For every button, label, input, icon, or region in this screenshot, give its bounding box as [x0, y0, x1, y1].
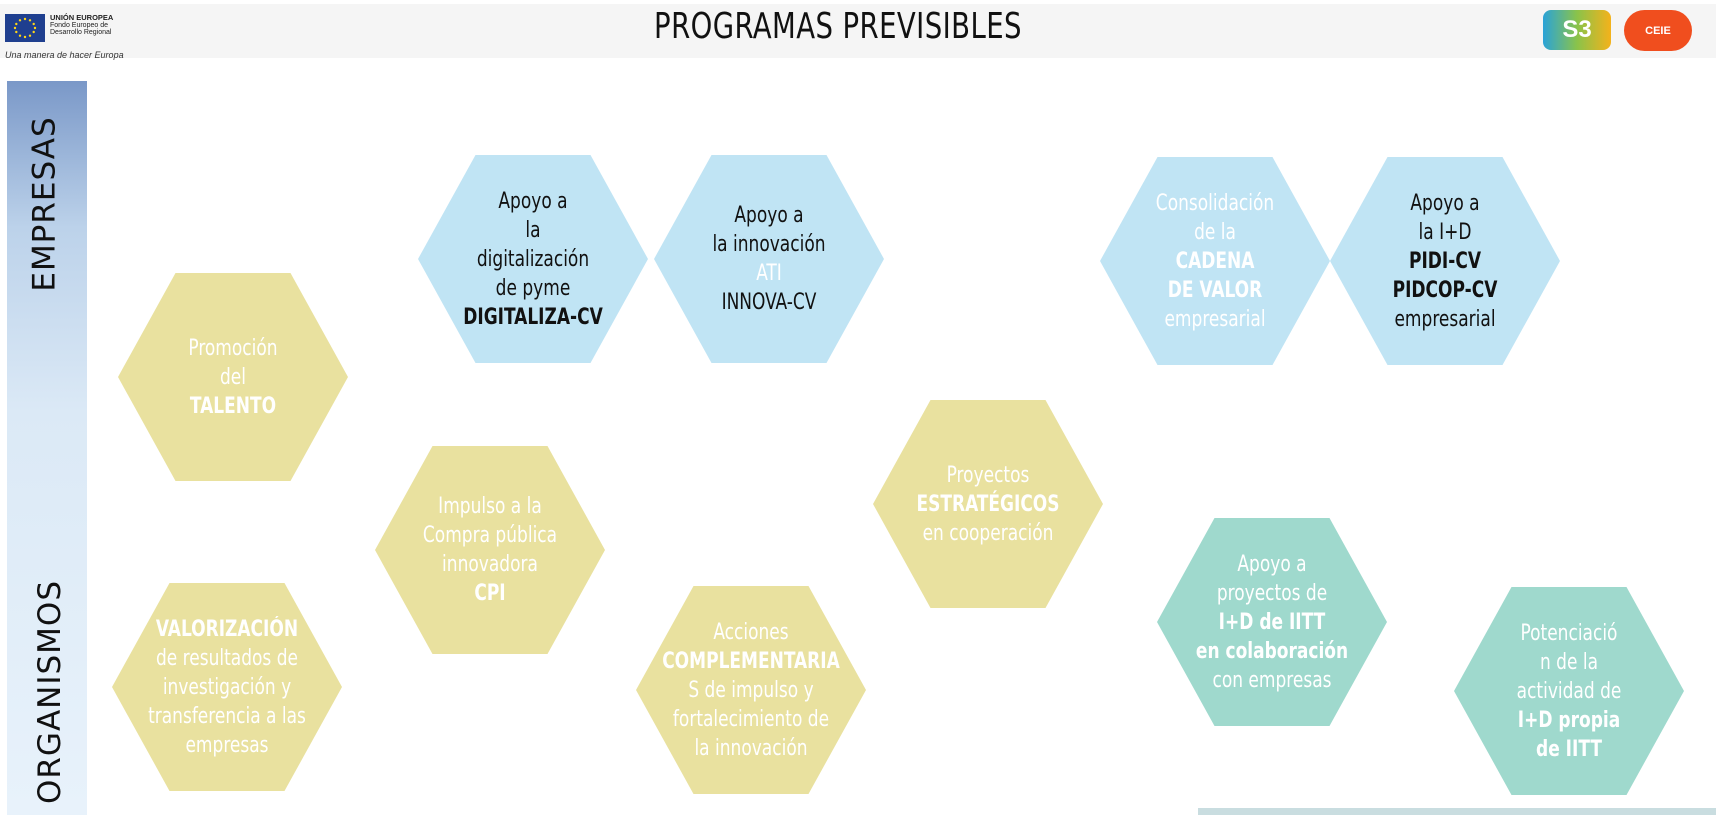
hexagon-line: PIDI-CV [1409, 248, 1481, 274]
hexagon-line: Apoyo a [734, 203, 804, 228]
hexagon-line: empresarial [1394, 306, 1496, 332]
sidebar-gradient [7, 81, 87, 815]
hexagon-line: n de la [1539, 649, 1599, 675]
hexagon-line: fortalecimiento de [672, 706, 830, 732]
eu-slogan: Una manera de hacer Europa [5, 50, 124, 60]
eu-line2: Fondo Europeo de [50, 22, 108, 29]
hexagon-line: DE VALOR [1167, 277, 1263, 303]
hexagon-line: de resultados de [155, 645, 299, 671]
eu-stars-icon [13, 17, 37, 39]
hexagon-line: actividad de [1516, 678, 1622, 704]
hexagon-text: Consolidación de la CADENA DE VALOR empresar… [1116, 189, 1314, 334]
hexagon-line: VALORIZACIÓN [155, 616, 299, 642]
hexagon-line: en colaboración [1195, 638, 1349, 664]
sidebar-label-organismos: ORGANISMOS [32, 579, 69, 805]
hexagon-line: I+D de IITT [1218, 609, 1326, 635]
hexagon-line: Apoyo a [1410, 190, 1480, 216]
hexagon-iitt-propia: Potenciació n de la actividad de I+D propia… [1454, 587, 1684, 795]
hexagon-line: Potenciació [1520, 620, 1618, 646]
hexagon-line: transferencia a las [148, 703, 306, 729]
hexagon-line: en cooperación [922, 520, 1054, 546]
hexagon-valorizacion: VALORIZACIÓN de resultados de investigació… [112, 583, 342, 791]
ceie-logo: CEIE [1624, 10, 1692, 51]
hexagon-line: investigación y [162, 674, 292, 700]
eu-flag-icon [5, 14, 45, 42]
eu-line3: Desarrollo Regional [50, 29, 112, 36]
hexagon-line: Consolidación [1155, 190, 1275, 216]
eu-line1: UNIÓN EUROPEA [50, 13, 114, 22]
hexagon-line: digitalización [476, 246, 590, 272]
hexagon-line: la innovación [694, 735, 808, 761]
hexagon-line: innovadora [442, 552, 538, 577]
hexagon-line: S de impulso y [688, 677, 814, 703]
hexagon-text: Potenciació n de la actividad de I+D propia… [1470, 619, 1668, 764]
bottom-strip [1198, 808, 1716, 815]
hexagon-line: con empresas [1212, 667, 1332, 693]
hexagon-cadena-valor: Consolidación de la CADENA DE VALOR empresar… [1100, 157, 1330, 365]
hexagon-line: proyectos de [1216, 580, 1328, 606]
hexagon-line: la I+D [1418, 219, 1472, 245]
hexagon-line: I+D propia [1517, 707, 1621, 733]
hexagon-line: INNOVA-CV [721, 290, 817, 315]
hexagon-iitt-colaboracion: Apoyo a proyectos de I+D de IITT en colabor… [1157, 518, 1387, 726]
hexagon-line: Proyectos [946, 462, 1030, 488]
hexagon-line: Acciones [713, 619, 789, 645]
hexagon-pidi: Apoyo a la I+D PIDI-CV PIDCOP-CV empresarial [1330, 157, 1560, 365]
hexagon-line: ATI [756, 261, 782, 286]
header-bar [0, 4, 1716, 58]
hexagon-line: la [525, 217, 541, 243]
hexagon-line: del [219, 364, 247, 390]
hexagon-line: la innovación [712, 232, 826, 257]
hexagon-text: Apoyo a la I+D PIDI-CV PIDCOP-CV empresarial [1346, 189, 1544, 334]
hexagon-line: DIGITALIZA-CV [463, 304, 603, 330]
page-title: PROGRAMAS PREVISIBLES [654, 6, 1022, 47]
hexagon-text: Apoyo a proyectos de I+D de IITT en colabor… [1173, 550, 1371, 695]
hexagon-line: Apoyo a [498, 188, 568, 214]
hexagon-line: PIDCOP-CV [1392, 277, 1498, 303]
hexagon-line: de IITT [1536, 736, 1602, 762]
hexagon-line: Apoyo a [1237, 551, 1307, 577]
hexagon-line: de la [1194, 219, 1236, 245]
eu-text: UNIÓN EUROPEA Fondo Europeo de Desarroll… [50, 14, 113, 36]
hexagon-line: empresarial [1164, 306, 1266, 332]
hexagon-text: VALORIZACIÓN de resultados de investigació… [128, 615, 326, 760]
s3-logo: S3 [1543, 10, 1611, 50]
hexagon-line: Compra pública [422, 523, 558, 548]
eu-logo: UNIÓN EUROPEA Fondo Europeo de Desarroll… [5, 12, 124, 64]
hexagon-line: Promoción [188, 335, 278, 361]
hexagon-line: COMPLEMENTARIA [662, 648, 840, 674]
hexagon-line: CADENA [1175, 248, 1255, 274]
hexagon-line: Impulso a la [438, 494, 542, 519]
hexagon-line: ESTRATÉGICOS [916, 491, 1060, 517]
hexagon-line: TALENTO [189, 393, 277, 419]
hexagon-line: empresas [185, 732, 269, 758]
sidebar-label-empresas: EMPRESAS [26, 116, 63, 292]
hexagon-line: CPI [474, 581, 506, 606]
hexagon-line: de pyme [495, 275, 571, 301]
